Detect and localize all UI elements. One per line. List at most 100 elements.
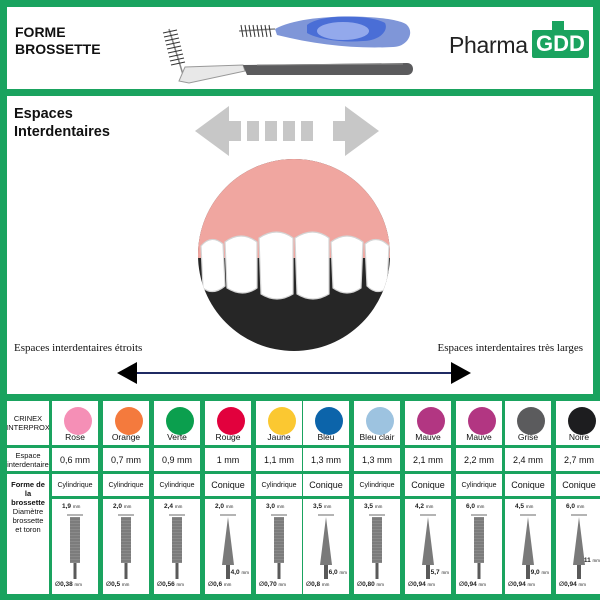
tip-length: 4,0 mm	[230, 569, 249, 576]
color-name: Bleu	[317, 432, 335, 442]
space-cell-2: 0,9 mm	[154, 448, 200, 471]
conical-brush-icon	[520, 514, 536, 579]
space-cell-5: 1,3 mm	[303, 448, 349, 471]
brush-drawing-cell-6: 3,5 mm Ø0,80 mm	[354, 499, 400, 594]
space-cell-4: 1,1 mm	[256, 448, 302, 471]
tooth-4	[294, 231, 330, 300]
space-cell-7: 2,1 mm	[405, 448, 451, 471]
color-swatch	[217, 407, 245, 435]
wire-diameter: Ø0,94 mm	[408, 581, 436, 588]
color-swatch	[468, 407, 496, 435]
wire-diameter: Ø0,56 mm	[157, 581, 185, 588]
row-label-shape-line: Forme de la	[11, 480, 45, 498]
shape-cell-6: Cylindrique	[354, 474, 400, 496]
shape-cell-10: Conique	[556, 474, 600, 496]
tooth-1	[200, 238, 226, 293]
pharmagdd-logo: Pharma GDD	[449, 21, 589, 67]
brush-drawing-cell-8: 6,0 mm Ø0,94 mm	[456, 499, 502, 594]
row-label-shape-line: et toron	[15, 525, 41, 534]
row-label-brand-line: CRINEX	[13, 414, 43, 423]
interdental-spaces-panel: Espaces Interdentaires Espaces interdent…	[7, 96, 593, 394]
color-name: Verte	[167, 432, 187, 442]
color-swatch	[315, 407, 343, 435]
brush-drawing-cell-0: 1,9 mm Ø0,38 mm	[52, 499, 98, 594]
space-cell-9: 2,4 mm	[505, 448, 551, 471]
color-name: Noire	[568, 432, 590, 442]
top-diameter: 3,5 mm	[364, 503, 383, 510]
tip-length: 5,7 mm	[430, 569, 449, 576]
row-label-shape-line: brossette	[11, 498, 45, 507]
conical-brush-icon	[318, 514, 334, 579]
cylindrical-brush-icon	[471, 514, 487, 579]
shape-cell-9: Conique	[505, 474, 551, 496]
color-cell-6: Bleu clair	[354, 401, 400, 445]
conical-brush-icon	[220, 514, 236, 579]
header-panel: FORME BROSSETTE Pharma GDD	[7, 7, 593, 89]
wire-diameter: Ø0,80 mm	[357, 581, 385, 588]
color-cell-1: Orange	[103, 401, 149, 445]
tip-length: 9,0 mm	[530, 569, 549, 576]
color-swatch	[115, 407, 143, 435]
color-cell-7: Mauve	[405, 401, 451, 445]
color-swatch	[268, 407, 296, 435]
top-diameter: 6,0 mm	[466, 503, 485, 510]
conical-brush-icon	[571, 514, 587, 579]
color-swatch	[568, 407, 596, 435]
wire-diameter: Ø0,94 mm	[459, 581, 487, 588]
bristles-vertical	[162, 29, 186, 66]
color-name: Rouge	[215, 432, 241, 442]
wire-diameter: Ø0,5 mm	[106, 581, 130, 588]
brush-shape-title: FORME BROSSETTE	[15, 24, 101, 58]
color-swatch	[417, 407, 445, 435]
color-cell-2: Verte	[154, 401, 200, 445]
top-diameter: 4,5 mm	[515, 503, 534, 510]
wide-spaces-label: Espaces interdentaires très larges	[437, 342, 584, 354]
row-label-space-line: Espace	[15, 450, 41, 460]
tooth-2	[224, 235, 258, 294]
interdental-brush-illustration	[162, 16, 413, 84]
shape-cell-5: Conique	[303, 474, 349, 496]
color-cell-0: Rose	[52, 401, 98, 445]
color-cell-9: Grise	[505, 401, 551, 445]
tooth-6	[364, 238, 390, 293]
logo-text-pharma: Pharma	[449, 32, 528, 58]
interdental-spaces-title-line2: Interdentaires	[14, 124, 110, 140]
wire-diameter: Ø0,70 mm	[259, 581, 287, 588]
top-diameter: 2,0 mm	[215, 503, 234, 510]
brush-shape-title-line1: FORME	[15, 24, 66, 40]
brush-drawing-cell-9: 4,5 mm 9,0 mm Ø0,94 mm	[505, 499, 551, 594]
conical-brush-icon	[420, 514, 436, 579]
top-diameter: 4,2 mm	[415, 503, 434, 510]
space-cell-0: 0,6 mm	[52, 448, 98, 471]
shape-cell-3: Conique	[205, 474, 251, 496]
tooth-3	[258, 231, 294, 300]
space-cell-3: 1 mm	[205, 448, 251, 471]
top-diameter: 1,9 mm	[62, 503, 81, 510]
shape-cell-7: Conique	[405, 474, 451, 496]
top-diameter: 2,0 mm	[113, 503, 132, 510]
brush-shape-title-line2: BROSSETTE	[15, 41, 101, 57]
cylindrical-brush-icon	[169, 514, 185, 579]
color-name: Mauve	[466, 432, 492, 442]
cylindrical-brush-icon	[118, 514, 134, 579]
color-name: Orange	[111, 432, 141, 442]
shape-cell-2: Cylindrique	[154, 474, 200, 496]
interdental-spaces-title-line1: Espaces	[14, 106, 73, 122]
top-diameter: 3,5 mm	[313, 503, 332, 510]
wire-diameter: Ø0,38 mm	[55, 581, 83, 588]
double-arrow-icon	[195, 106, 379, 156]
wire-diameter: Ø0,94 mm	[508, 581, 536, 588]
space-cell-6: 1,3 mm	[354, 448, 400, 471]
top-diameter: 3,0 mm	[266, 503, 285, 510]
shape-cell-0: Cylindrique	[52, 474, 98, 496]
space-cell-10: 2,7 mm	[556, 448, 600, 471]
color-name: Rose	[65, 432, 85, 442]
top-diameter: 6,0 mm	[566, 503, 585, 510]
teeth-illustration	[198, 159, 390, 351]
color-cell-5: Bleu	[303, 401, 349, 445]
color-name: Grise	[517, 432, 539, 442]
